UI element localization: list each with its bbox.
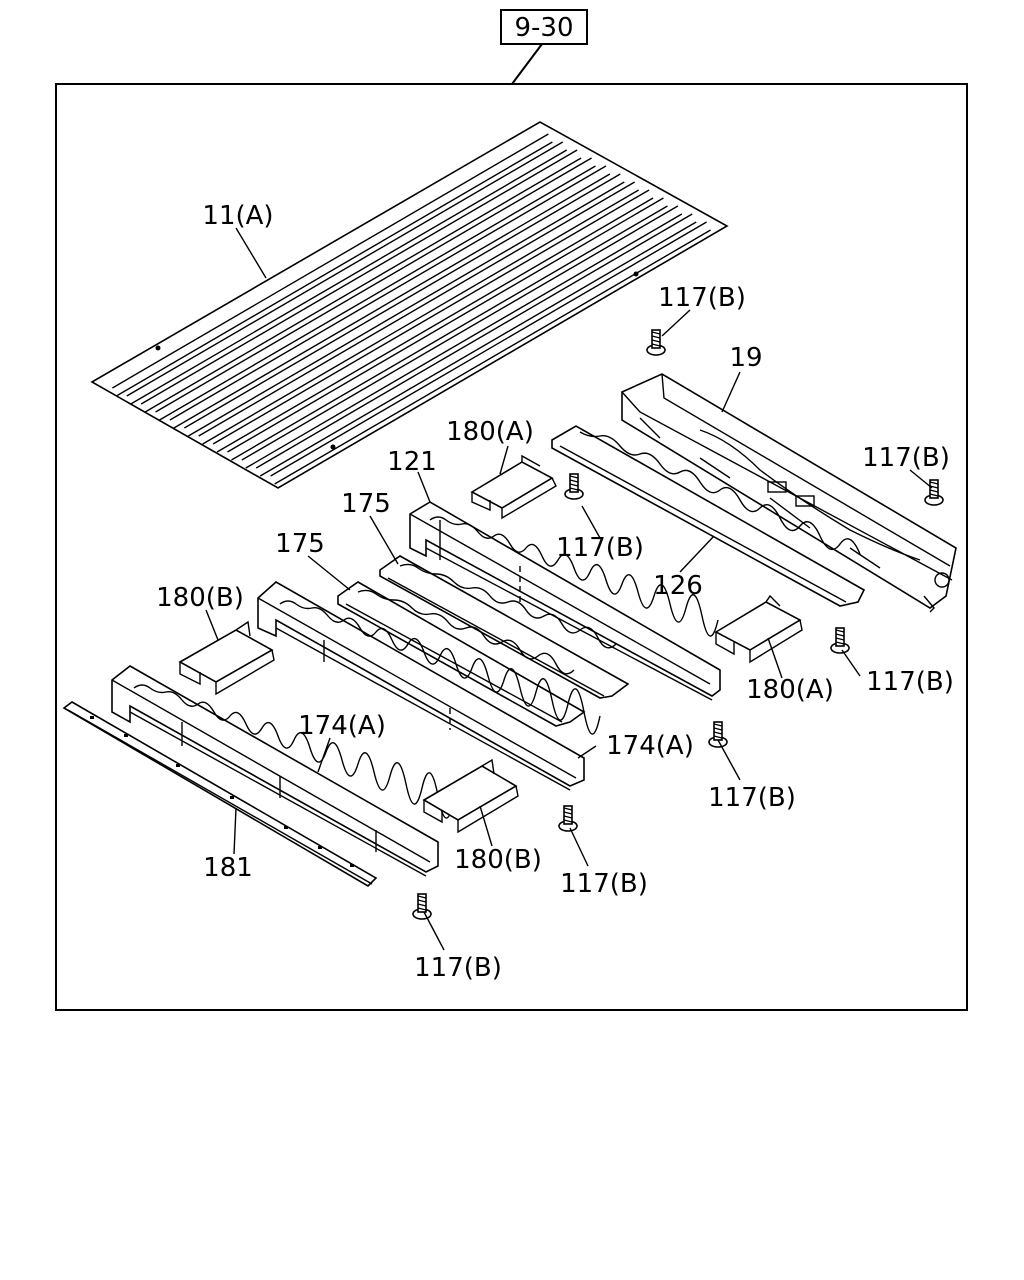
leader-lines [205,227,933,951]
member-174a-left [111,665,455,877]
label-bolt-bottom[interactable]: 117(B) [414,953,502,983]
label-member-126[interactable]: 126 [653,571,703,601]
label-floor-panel[interactable]: 11(A) [202,201,273,231]
label-member-174a-right[interactable]: 174(A) [606,731,694,761]
label-member-175-upper[interactable]: 175 [341,489,391,519]
label-bolt-lower-center[interactable]: 117(B) [560,869,648,899]
floor-panel [90,121,729,489]
label-crossmember-121[interactable]: 121 [387,447,437,477]
label-bracket-180b-upper[interactable]: 180(B) [156,583,244,613]
bolts [412,329,944,920]
label-rear-sill[interactable]: 19 [729,343,762,373]
label-member-175-lower[interactable]: 175 [275,529,325,559]
member-126 [551,425,866,607]
bolt-icon [830,627,850,654]
bolt-icon [564,473,584,500]
member-174a-right [257,581,601,791]
label-bolt-right-mid[interactable]: 117(B) [866,667,954,697]
bracket-180b-upper [178,620,275,696]
label-bracket-180a-lower[interactable]: 180(A) [746,675,834,705]
floor-corrugations [112,133,711,485]
label-bolt-mid-center[interactable]: 117(B) [708,783,796,813]
crossmember-121 [409,501,721,701]
page-reference[interactable]: 9-30 [500,9,588,45]
sill-181 [62,701,378,888]
label-bolt-mid-upper[interactable]: 117(B) [556,533,644,563]
label-sill-181[interactable]: 181 [203,853,253,883]
label-member-174a-left[interactable]: 174(A) [298,711,386,741]
member-175-upper [379,555,630,699]
bracket-180a-lower [714,594,803,664]
page-reference-text: 9-30 [514,13,573,43]
bolt-icon [924,479,944,506]
member-175-lower [337,581,586,727]
bolt-icon [708,721,728,748]
rear-sill [621,373,957,613]
diagram-frame [55,83,968,1011]
reference-leader [511,43,543,85]
label-bolt-top[interactable]: 117(B) [658,283,746,313]
label-bolt-right-top[interactable]: 117(B) [862,443,950,473]
bracket-180b-lower [422,758,519,834]
label-bracket-180b-lower[interactable]: 180(B) [454,845,542,875]
bolt-icon [558,805,578,832]
bracket-180a-upper [470,454,557,520]
bolt-icon [412,893,432,920]
label-bracket-180a-upper[interactable]: 180(A) [446,417,534,447]
part-labels: 11(A) 117(B) 19 117(B) 180(A) 121 117(B)… [156,201,954,983]
bolt-icon [646,329,666,356]
